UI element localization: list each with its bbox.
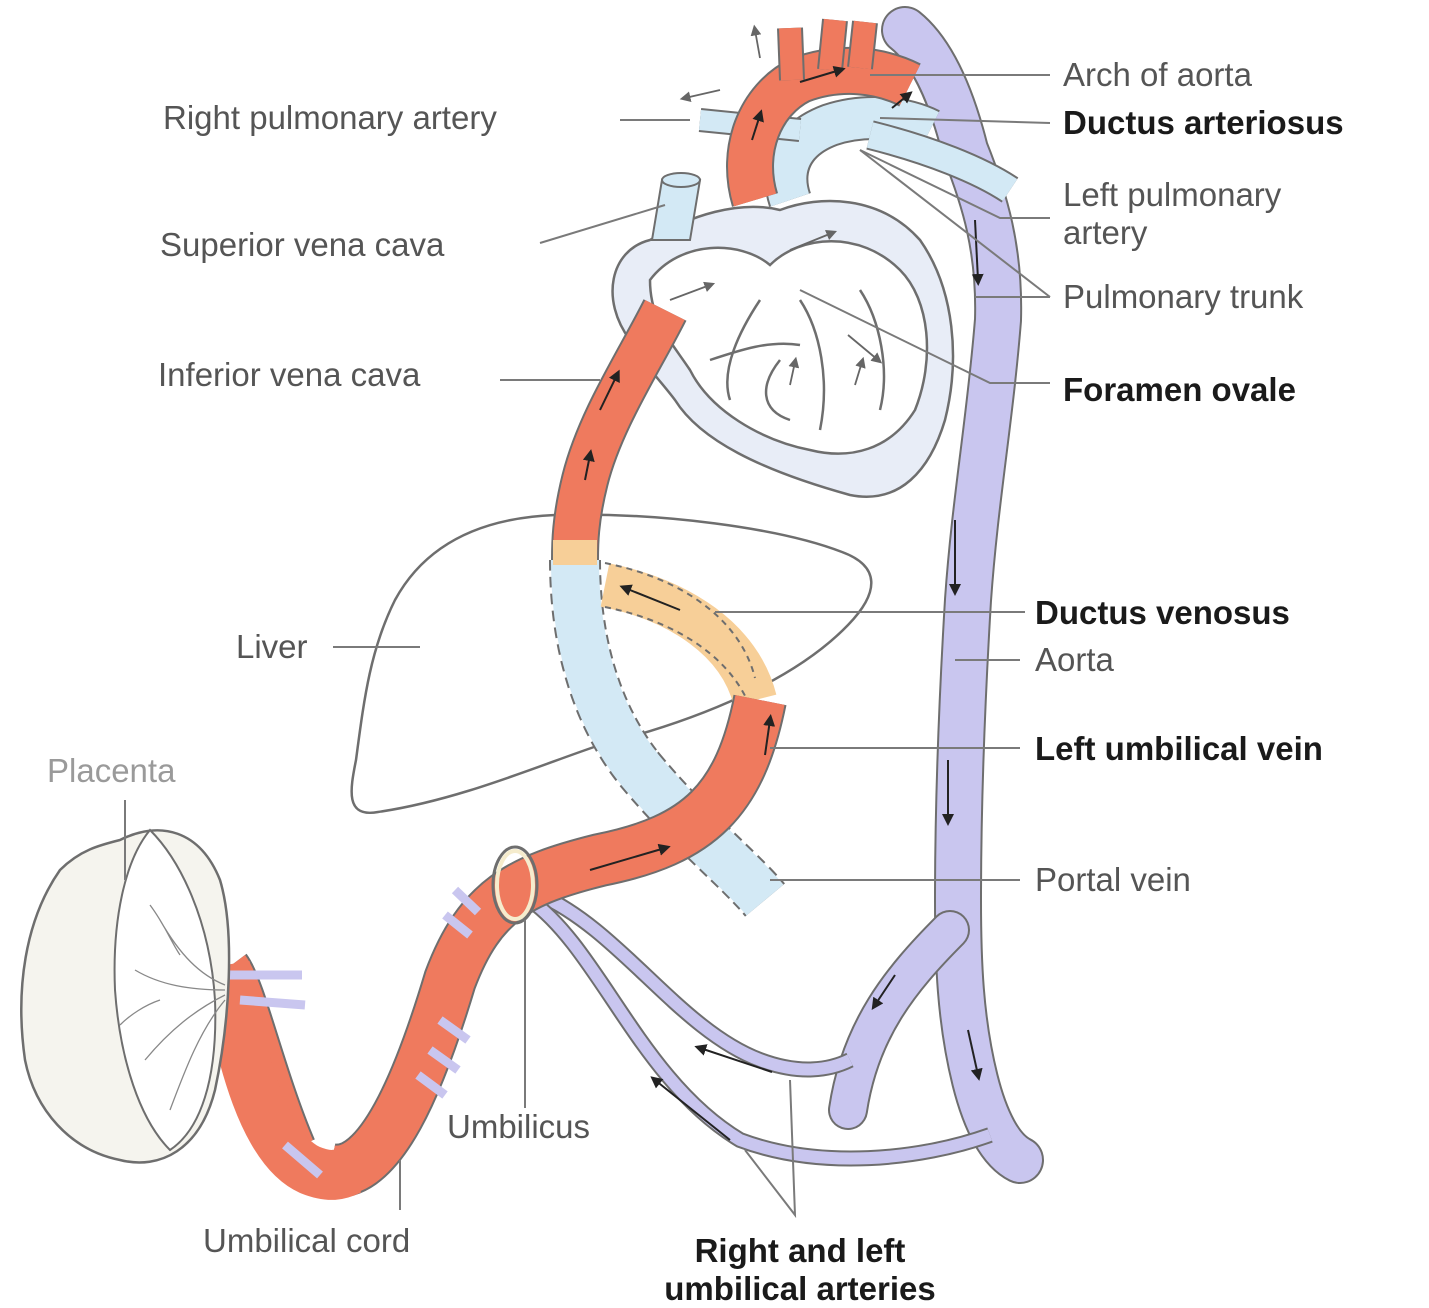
label-right-pulmonary-artery-b: pulmonary artery [249,99,497,136]
label-placenta: Placenta [47,752,175,790]
label-umbilical-arteries-line2: umbilical arteries [630,1270,970,1308]
label-portal-vein: Portal vein [1035,861,1191,899]
label-umbilicus: Umbilicus [447,1108,590,1146]
umbilical-vein [225,700,760,1175]
label-left-umbilical-vein: Left umbilical vein [1035,730,1323,768]
label-ductus-arteriosus: Ductus arteriosus [1063,104,1344,142]
oxygenated-vessel [575,310,665,560]
label-foramen-ovale: Foramen ovale [1063,371,1296,409]
label-umbilical-arteries: Right and left umbilical arteries [630,1232,970,1308]
label-pulmonary-trunk: Pulmonary trunk [1063,278,1303,316]
label-ductus-venosus: Ductus venosus [1035,594,1290,632]
label-left-pulmonary-artery: Left pulmonary artery [1063,176,1281,252]
label-right-pulmonary-artery: Right pulmonary artery [163,99,497,137]
label-left-pulmonary-artery-line2: artery [1063,214,1281,252]
label-superior-vena-cava: Superior vena cava [160,226,444,264]
label-umbilical-arteries-line1: Right and left [630,1232,970,1270]
label-liver: Liver [236,628,308,666]
label-inferior-vena-cava: Inferior vena cava [158,356,420,394]
label-arch-of-aorta: Arch of aorta [1063,56,1252,94]
label-aorta: Aorta [1035,641,1114,679]
label-inferior-vena-cava-b: cava [351,356,421,393]
label-left-pulmonary-artery-line1: Left pulmonary [1063,176,1281,214]
iliac-branch [848,930,950,1110]
label-umbilical-cord: Umbilical cord [203,1222,410,1260]
